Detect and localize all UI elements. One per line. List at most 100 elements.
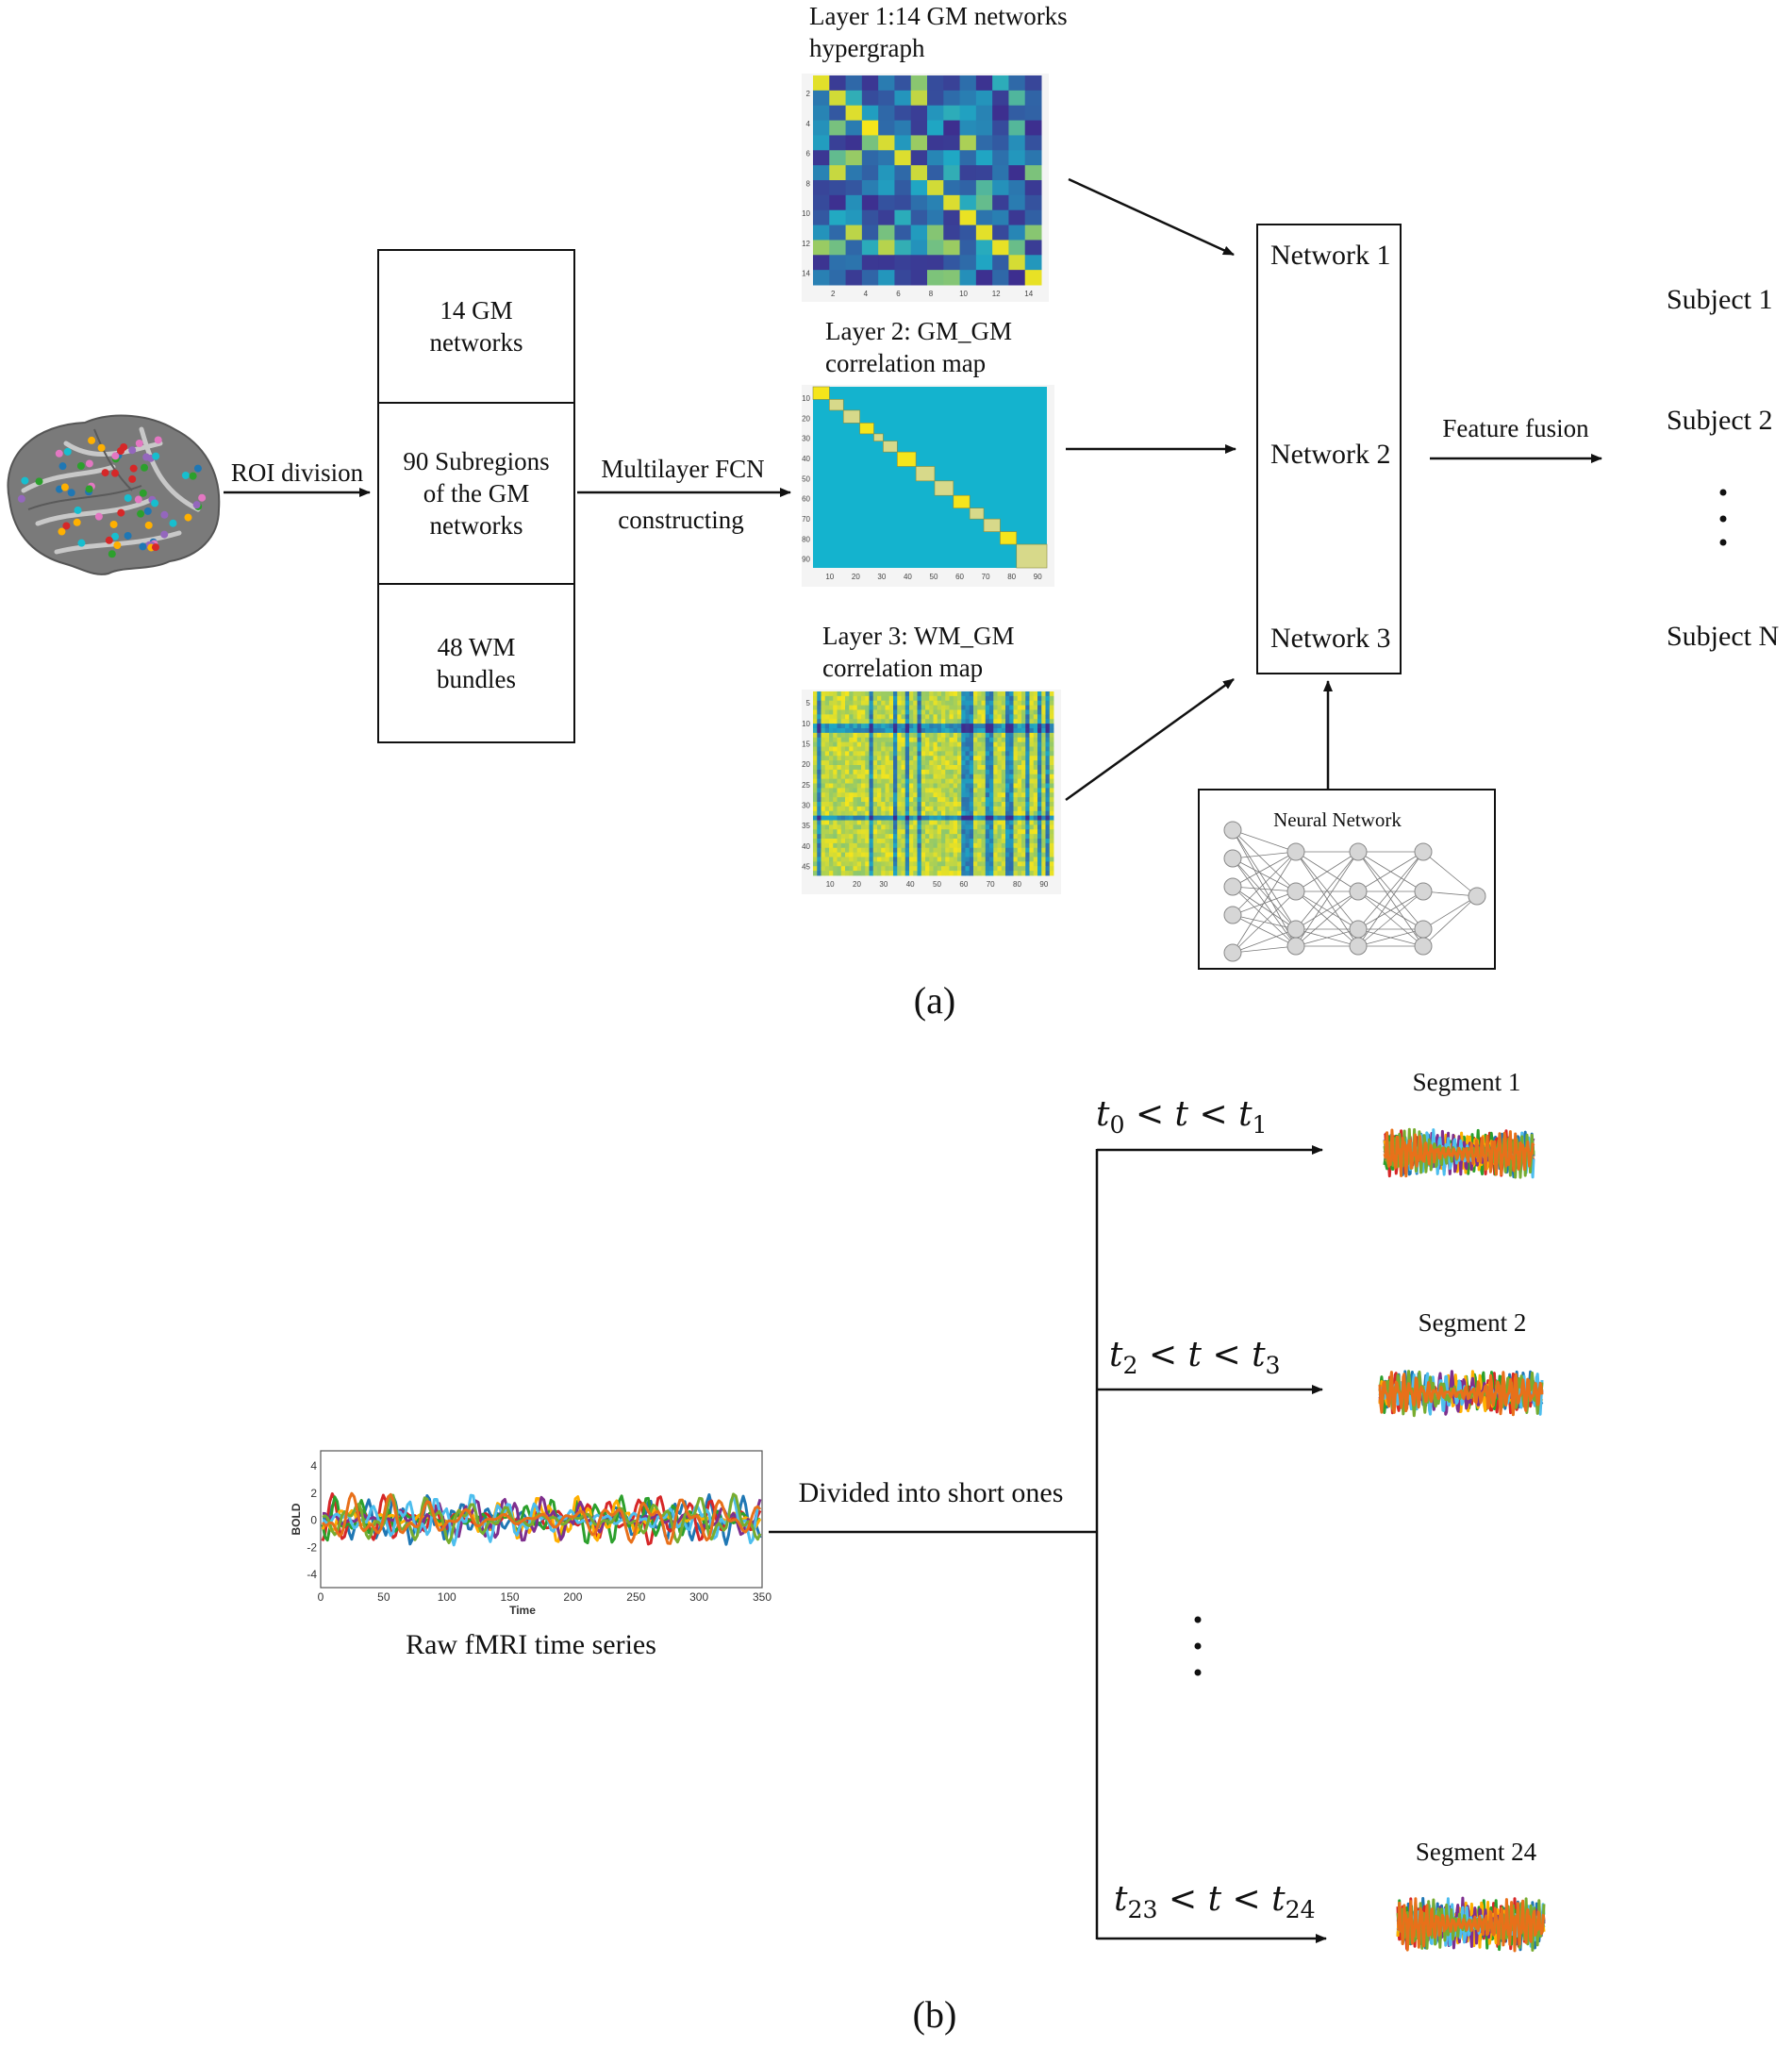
layer3-cell [885,737,890,743]
layer3-cell [1045,709,1051,715]
layer3-cell [865,861,870,867]
layer3-cell [845,824,850,830]
layer3-cell [856,820,862,825]
nn-edge [1232,890,1297,916]
layer3-cell [993,737,998,743]
layer3-cell [953,820,958,825]
layer3-cell [904,741,910,747]
layer3-cell [977,871,982,876]
layer3-cell [881,719,886,724]
layer3-cell [1013,709,1019,715]
layer3-cell [821,705,826,710]
layer3-cell [1037,760,1042,766]
layer3-cell [933,802,938,807]
layer1-cell [861,270,879,286]
layer3-cell [877,806,882,812]
layer3-cell [901,847,906,854]
brain-roi-dot [73,518,81,526]
layer3-cell [1005,756,1010,761]
layer1-cell [829,90,847,107]
layer3-cell [945,824,950,830]
layer1-cell [927,135,944,151]
layer3-cell [840,824,846,830]
layer3-cell [865,778,870,784]
layer3-cell [872,802,878,807]
layer3-cell [929,824,934,830]
layer3-cell [861,765,866,771]
layer3-cell [997,756,1003,761]
brain-roi-dot [62,522,71,530]
layer3-cell [993,857,998,862]
layer3-cell [981,788,987,793]
layer3-cell [840,769,846,775]
layer3-cell [993,709,998,715]
layer3-cell [921,719,926,724]
layer3-cell [1033,751,1038,757]
layer2-ytick: 40 [802,455,810,463]
layer3-cell [933,700,938,707]
layer3-cell [853,839,858,844]
layer3-cell [1041,724,1046,729]
layer3-cell [997,810,1003,817]
layer3-cell [1021,871,1026,876]
segment-2-title: Segment 2 [1418,1308,1527,1337]
layer3-cell [817,714,821,720]
layer3-cell [973,765,978,771]
layer3-cell [949,852,954,857]
layer2-block [859,423,874,435]
layer3-cell [941,783,946,789]
layer1-cell [829,120,847,136]
layer3-cell [913,820,918,825]
layer1-cell [943,255,961,271]
layer3-cell [989,792,994,798]
layer3-cell [985,815,990,821]
layer3-cell [953,783,958,789]
layer3-cell [921,839,926,844]
layer3-cell [949,732,954,739]
layer3-cell [904,728,910,734]
layer3-cell [897,719,902,724]
layer3-cell [829,783,834,789]
layer3-cell [941,797,946,803]
layer3-cell [1001,705,1006,710]
layer3-cell [893,871,898,876]
layer3-cell [817,861,821,867]
layer3-cell [821,732,826,739]
layer3-cell [957,834,962,840]
layer3-cell [1017,829,1022,835]
layer3-cell [1021,852,1026,857]
layer3-cell [849,700,854,707]
layer3-cell [861,691,866,697]
layer3-cell [1009,861,1014,867]
layer3-cell [1033,695,1038,702]
layer3-cell [981,746,987,752]
layer3-cell [909,760,914,766]
layer3-cell [933,792,938,798]
layer3-cell [840,815,846,821]
layer3-cell [965,861,971,867]
layer1-cell [927,150,944,166]
layer3-cell [933,871,938,876]
layer3-cell [1017,810,1022,817]
layer3-cell [897,802,902,807]
layer3-cell [1009,691,1014,697]
layer3-cell [917,774,922,780]
layer3-ytick: 15 [802,741,810,749]
layer3-cell [949,871,954,876]
layer3-cell [1009,783,1014,789]
layer3-cell [817,834,821,840]
layer3-cell [861,778,866,784]
brain-roi-dot [137,509,145,518]
layer3-cell [969,728,974,734]
layer1-cell [975,194,993,211]
layer3-cell [933,829,938,835]
layer3-cell [941,802,946,807]
layer3-cell [881,714,886,720]
layer3-cell [904,834,910,840]
layer3-cell [893,852,898,857]
layer3-cell [1021,714,1026,720]
layer3-cell [925,815,930,821]
layer3-cell [1025,732,1030,739]
layer3-cell [969,765,974,771]
layer3-cell [904,871,910,876]
